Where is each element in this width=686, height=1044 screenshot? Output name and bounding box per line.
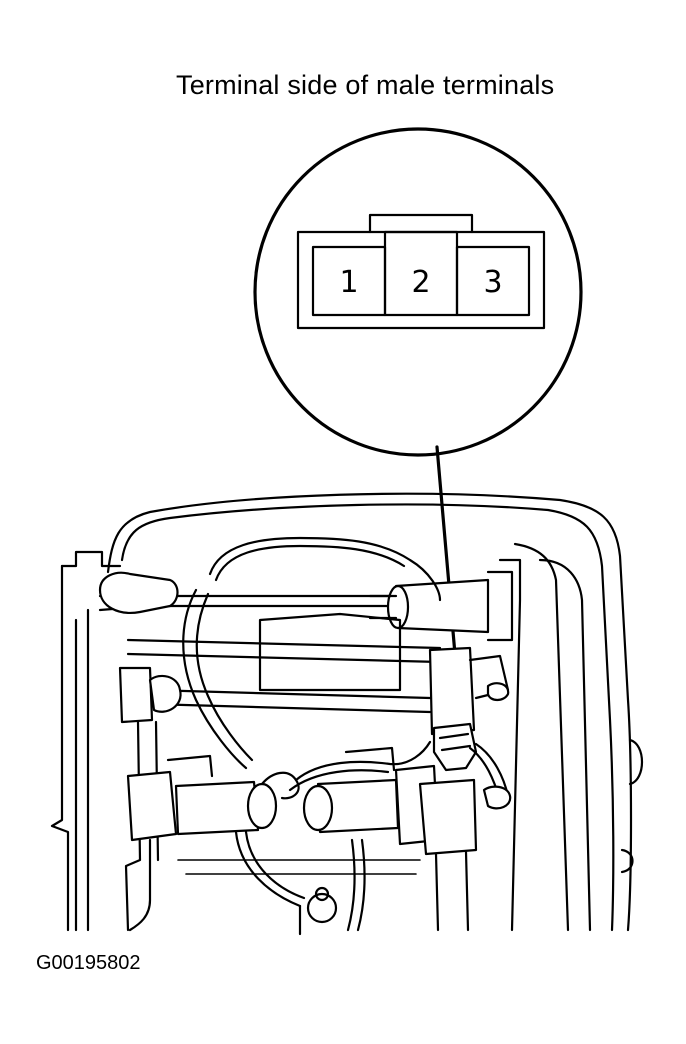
callout-magnifier: 1 2 3 (253, 127, 583, 457)
pin-label-2: 2 (411, 265, 430, 300)
pin-label-1: 1 (339, 265, 358, 300)
figure-code: G00195802 (36, 952, 141, 974)
seat-frame (50, 492, 643, 936)
upper-motor (368, 570, 514, 642)
pin-label-3: 3 (483, 265, 502, 300)
pin-cavity-3 (455, 245, 531, 317)
connector-location (432, 722, 512, 810)
lower-motor-left (126, 754, 278, 842)
diagram-heading: Terminal side of male terminals (176, 70, 555, 100)
connector-face: 1 2 3 (296, 213, 546, 330)
